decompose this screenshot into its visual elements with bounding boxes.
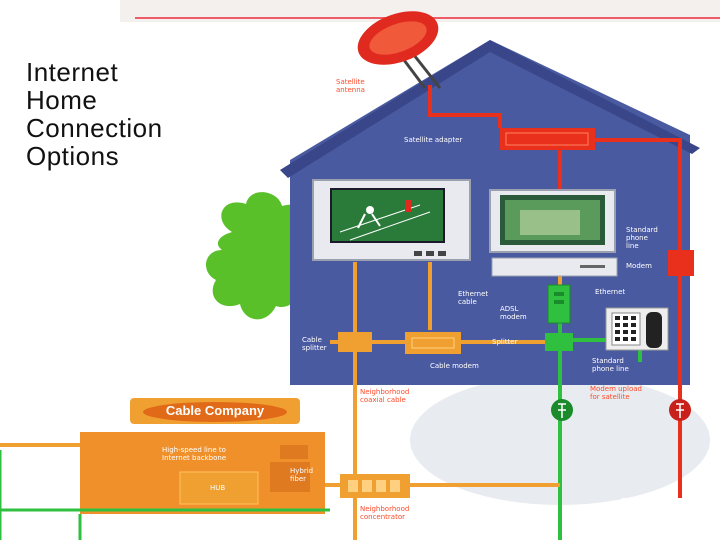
television <box>313 180 470 260</box>
computer <box>490 190 617 276</box>
label-cable-modem: Cable modem <box>430 362 479 370</box>
splitter <box>545 333 573 351</box>
label-hub: HUB <box>210 484 225 492</box>
label-modem: Modem <box>626 262 652 270</box>
label-cable-splitter: Cable splitter <box>302 336 327 352</box>
cable-splitter <box>338 332 372 352</box>
corner-panel <box>622 498 720 540</box>
page-title: Internet Home Connection Options <box>26 58 256 170</box>
red-pole <box>669 399 691 421</box>
cable-company-sign: Cable Company <box>140 402 290 420</box>
label-ethernet-right: Ethernet <box>595 288 625 296</box>
label-hybrid-fiber: Hybrid fiber <box>290 467 313 483</box>
label-satellite-adapter: Satellite adapter <box>404 136 462 144</box>
cable-modem <box>405 332 461 354</box>
green-pole <box>551 399 573 421</box>
satellite-adapter <box>500 128 595 150</box>
label-standard-phone-line-top: Standard phone line <box>626 226 658 250</box>
label-high-speed-line: High-speed line to Internet backbone <box>162 446 226 462</box>
label-ethernet-cable: Ethernet cable <box>458 290 488 306</box>
label-neighborhood-coaxial-cable: Neighborhood coaxial cable <box>360 388 409 404</box>
telephone <box>606 308 668 350</box>
label-splitter: Splitter <box>492 338 517 346</box>
label-neighborhood-concentrator: Neighborhood concentrator <box>360 505 409 521</box>
label-adsl-modem: ADSL modem <box>500 305 527 321</box>
phone-jack-box <box>668 250 694 276</box>
label-modem-upload: Modem upload for satellite <box>590 385 642 401</box>
label-satellite-antenna: Satellite antenna <box>336 78 365 94</box>
label-standard-phone-line-bottom: Standard phone line <box>592 357 629 373</box>
